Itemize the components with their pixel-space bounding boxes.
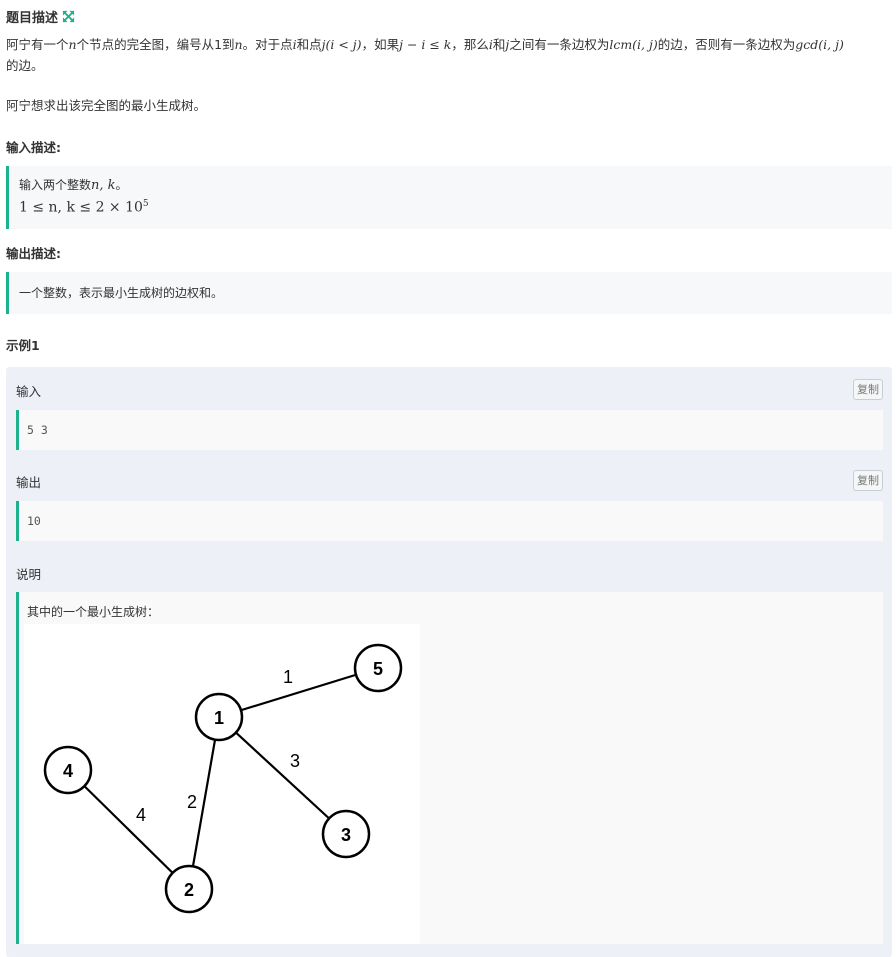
input-constraint: 1 ≤ n, k ≤ 2 × 105 (19, 199, 149, 216)
edge-weight-1-5: 1 (283, 667, 293, 687)
graph-node-4 (43, 745, 93, 795)
section-title: 题目描述 (6, 7, 75, 26)
spanning-tree-graph: 1 3 2 4 1 5 3 4 2 (43, 643, 403, 914)
input-description-box: 输入两个整数n, k。 1 ≤ n, k ≤ 2 × 105 (6, 166, 892, 229)
graph-node-2 (164, 864, 214, 914)
copy-input-button[interactable]: 复制 (853, 379, 883, 400)
copy-output-button[interactable]: 复制 (853, 470, 883, 491)
example-input-label: 输入 (16, 384, 42, 399)
example-output-value: 10 (16, 501, 883, 541)
graph-node-1 (194, 692, 244, 742)
graph-node-label-5: 5 (373, 659, 383, 679)
edge-1-2 (187, 715, 221, 891)
output-description-box: 一个整数，表示最小生成树的边权和。 (6, 272, 892, 314)
description-line-2: 的边。 (6, 58, 44, 73)
example-input-value: 5 3 (16, 410, 883, 450)
graph-node-5 (353, 643, 403, 693)
explanation-text: 其中的一个最小生成树： (27, 605, 160, 619)
input-line-1: 输入两个整数n, k。 (19, 178, 128, 193)
edge-4-2 (66, 768, 191, 891)
graph-node-label-4: 4 (63, 761, 73, 781)
example-explanation-box: 其中的一个最小生成树： 1 3 2 4 1 5 3 4 2 (16, 592, 883, 944)
graph-node-label-1: 1 (214, 708, 224, 728)
description-line-3: 阿宁想求出该完全图的最小生成树。 (6, 98, 207, 113)
example-explain-label: 说明 (16, 567, 42, 582)
graph-node-label-2: 2 (184, 880, 194, 900)
edge-1-5 (217, 666, 380, 719)
input-heading: 输入描述: (6, 140, 61, 155)
edge-1-3 (217, 715, 348, 836)
example-heading: 示例1 (6, 338, 40, 353)
graph-node-3 (321, 809, 371, 859)
description-line-1: 阿宁有一个n个节点的完全图，编号从1到n。对于点i和点j(i < j)，如果j … (6, 37, 844, 52)
example-output-label: 输出 (16, 475, 42, 490)
edge-weight-1-2: 2 (187, 792, 197, 812)
edge-weight-4-2: 4 (136, 805, 146, 825)
output-heading: 输出描述: (6, 246, 61, 261)
graph-image (24, 624, 420, 944)
edge-weight-1-3: 3 (290, 751, 300, 771)
expand-arrows-icon[interactable] (62, 10, 75, 23)
title-text: 题目描述 (6, 11, 59, 26)
output-description-text: 一个整数，表示最小生成树的边权和。 (19, 286, 224, 300)
graph-node-label-3: 3 (341, 825, 351, 845)
